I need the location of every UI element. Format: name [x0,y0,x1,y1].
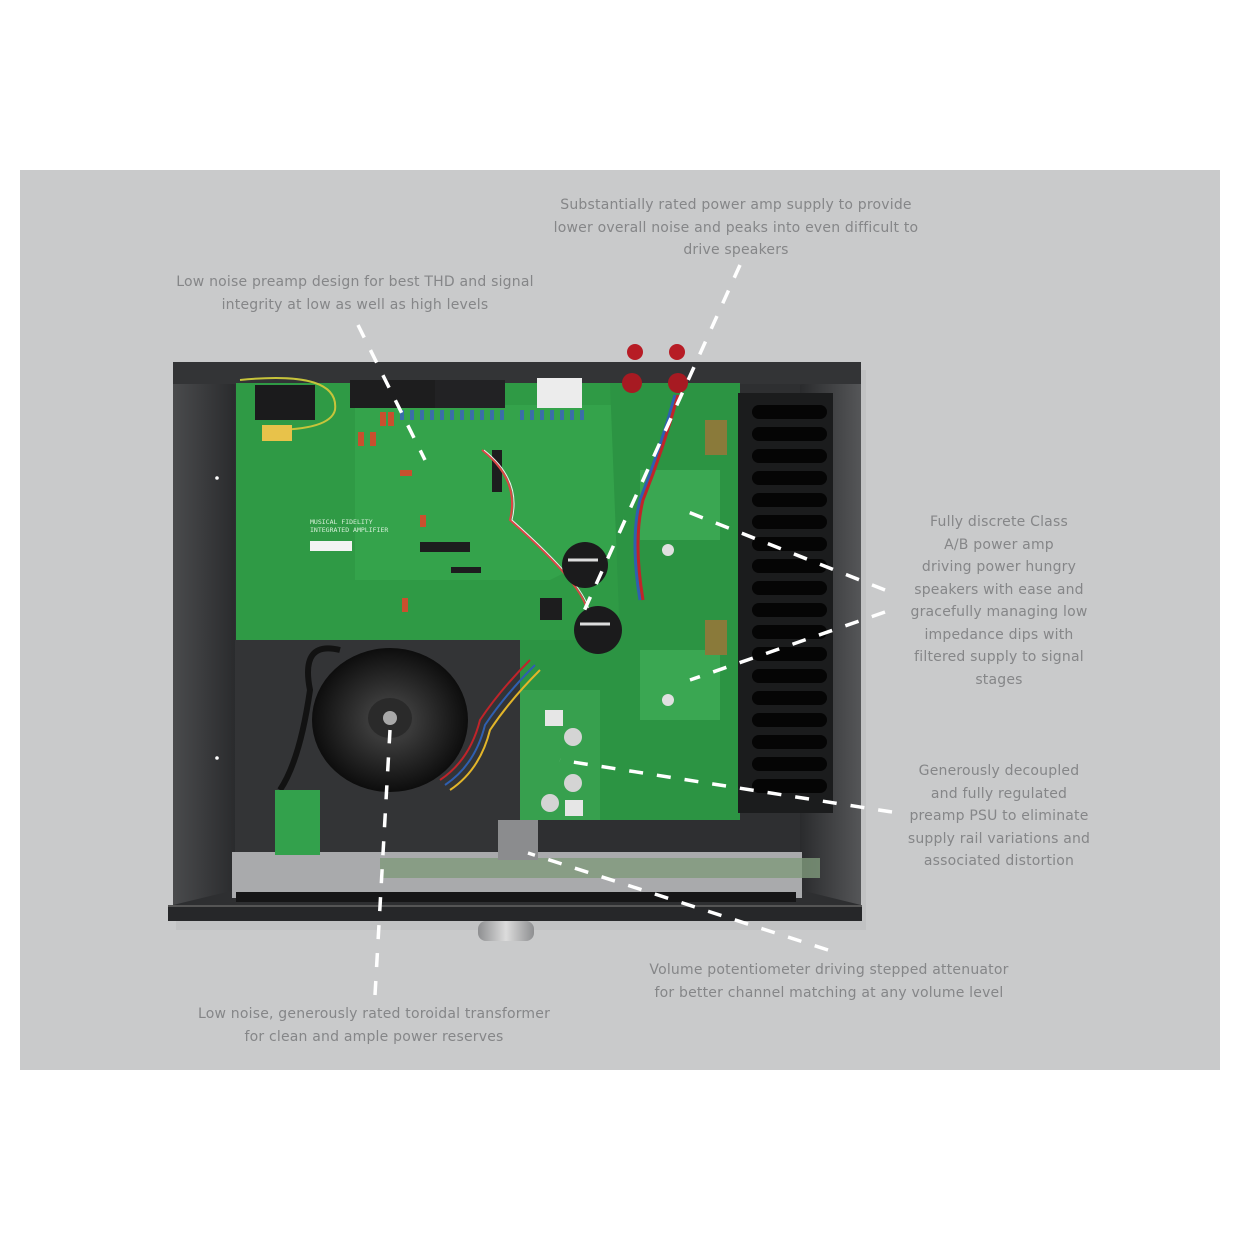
leader-power-supply [578,264,742,621]
callout-line: for better channel matching at any volum… [654,984,1004,1001]
filter-capacitor-1 [562,542,608,588]
callout-power-amp: Fully discrete Class A/B power amp drivi… [898,511,1100,691]
callout-preamp-psu: Generously decoupled and fully regulated… [898,760,1100,873]
callout-line: driving power hungry [921,559,1077,575]
leader-preamp-psu [559,758,893,814]
callout-line: stages [975,671,1023,688]
power-amp-pcb [520,344,740,820]
leader-power-amp-upper [677,506,886,592]
filter-capacitor-2 [574,606,622,654]
callout-line: for clean and ample power reserves [244,1028,504,1045]
callout-line: lower overall noise and peaks into even … [553,219,919,236]
callout-line: A/B power amp [944,536,1054,553]
callout-line: speakers with ease and [914,581,1084,598]
volume-knob [478,921,534,941]
callout-transformer: Low noise, generously rated toroidal tra… [178,1003,570,1048]
leader-volume [527,851,829,952]
callout-line: gracefully managing low [910,604,1088,620]
callout-line: associated distortion [923,853,1075,869]
callout-power-supply: Substantially rated power amp supply to … [540,194,932,262]
leader-lines [356,264,893,996]
callout-line: integrity at low as well as high levels [221,296,489,313]
callout-preamp: Low noise preamp design for best THD and… [160,271,550,316]
callout-line: and fully regulated [930,785,1068,802]
pcb-label-line1: MUSICAL FIDELITY [310,518,373,526]
leader-power-amp-lower [689,610,886,682]
callout-line: preamp PSU to eliminate [909,808,1089,824]
callout-line: Fully discrete Class [930,514,1068,530]
barcode-sticker [310,541,352,551]
callout-volume: Volume potentiometer driving stepped att… [628,959,1030,1004]
callout-line: Low noise preamp design for best THD and… [176,274,534,290]
callout-line: supply rail variations and [907,830,1091,847]
toroidal-transformer [275,645,541,860]
callout-line: Substantially rated power amp supply to … [560,197,912,213]
callout-line: Generously decoupled [918,763,1080,779]
pcb-label-line2: INTEGRATED AMPLIFIER [310,526,388,534]
callout-line: Low noise, generously rated toroidal tra… [197,1006,551,1022]
callout-line: drive speakers [683,242,789,258]
binding-post-2 [669,344,685,360]
binding-post-1 [627,344,643,360]
callout-line: Volume potentiometer driving stepped att… [649,962,1009,978]
heatsink [738,393,833,813]
callout-line: impedance dips with [924,626,1074,643]
leader-preamp [356,324,427,461]
callout-line: filtered supply to signal [914,649,1084,665]
